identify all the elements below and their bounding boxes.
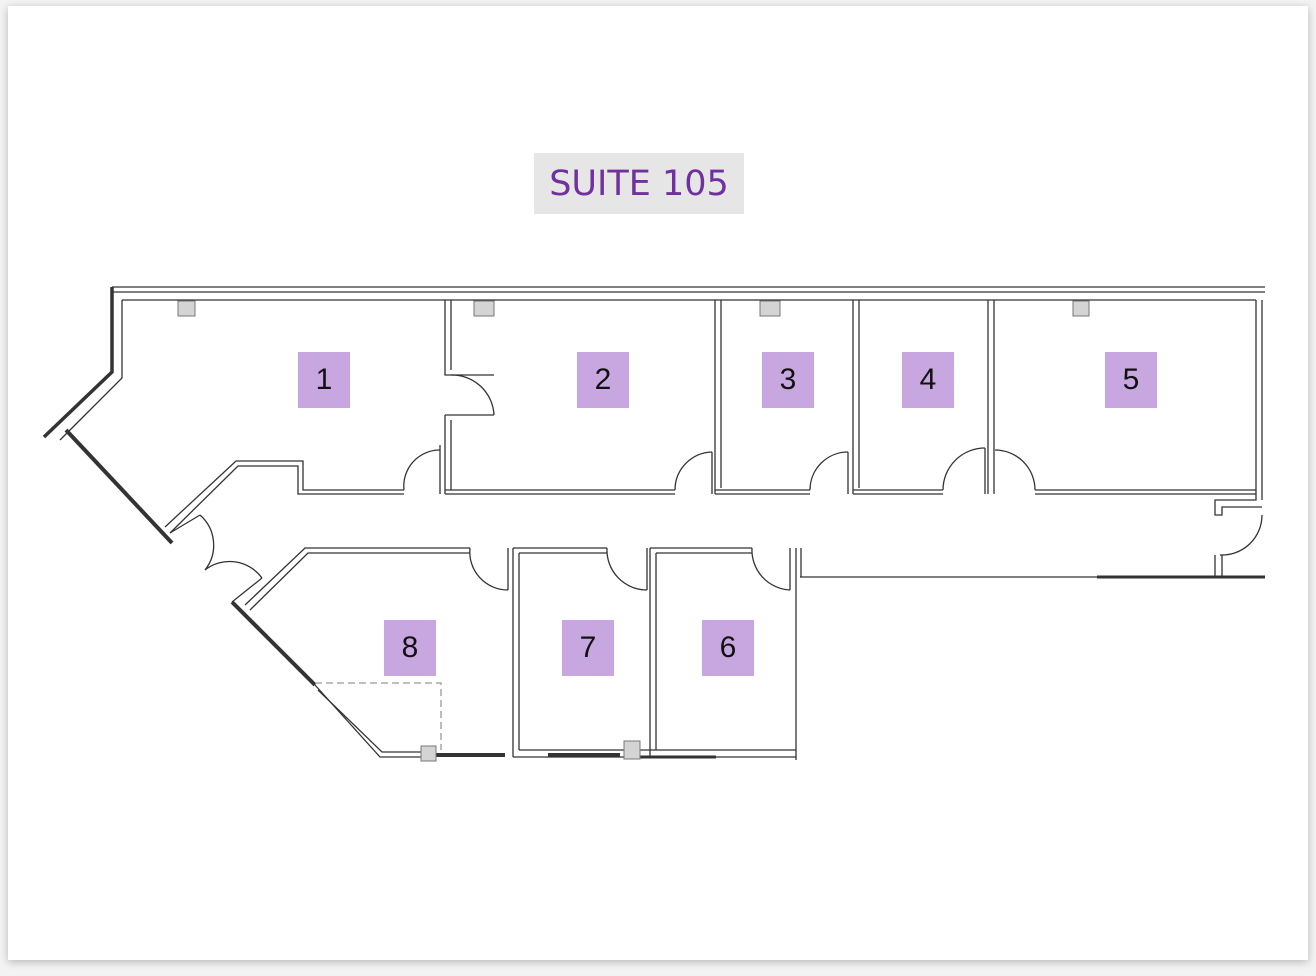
suite-title: SUITE 105 — [534, 153, 744, 214]
walls — [42, 286, 1265, 760]
room-label-7: 7 — [562, 620, 614, 676]
room-label-8: 8 — [384, 620, 436, 676]
room-label-4: 4 — [902, 352, 954, 408]
room-label-5: 5 — [1105, 352, 1157, 408]
room-label-3: 3 — [762, 352, 814, 408]
room-label-2: 2 — [577, 352, 629, 408]
columns — [177, 300, 1090, 762]
room-label-1: 1 — [298, 352, 350, 408]
room-label-6: 6 — [702, 620, 754, 676]
